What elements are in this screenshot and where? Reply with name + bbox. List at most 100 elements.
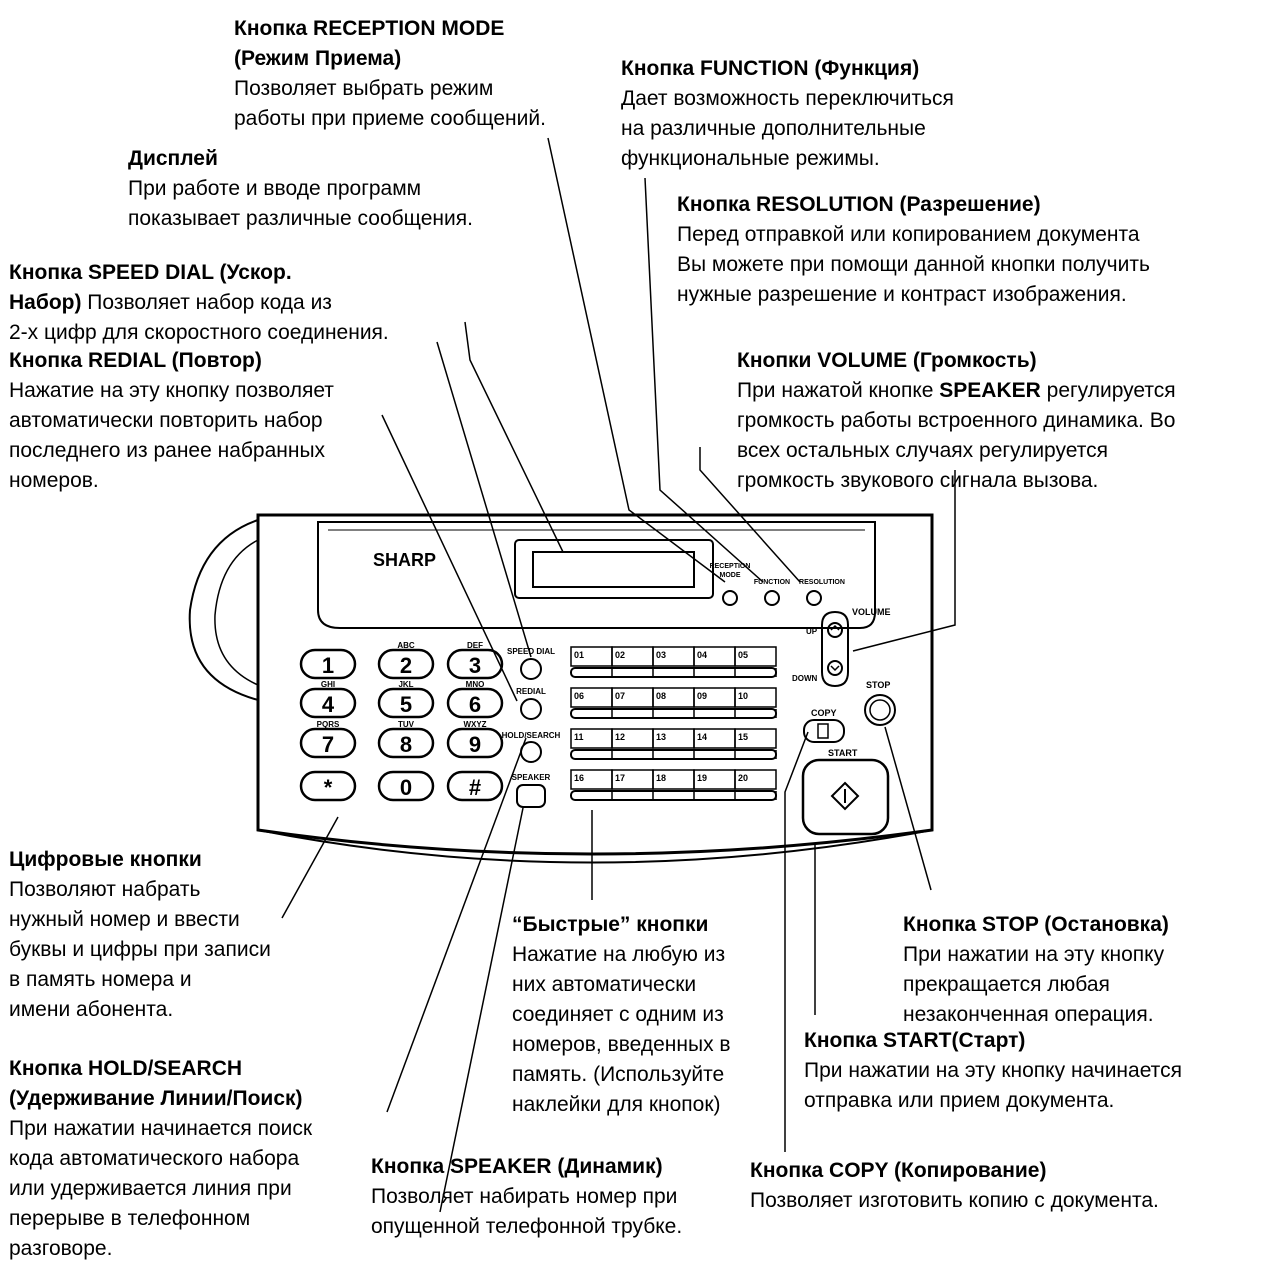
speed-key-10	[734, 687, 777, 708]
key-6	[446, 687, 504, 719]
speed-key-05	[734, 646, 777, 667]
annotation-title: (Режим Приема)	[234, 47, 402, 70]
start-icon	[830, 781, 860, 811]
speed-key-label: 15	[738, 732, 748, 742]
speed-key-label: 13	[656, 732, 666, 742]
speed-key-label: 11	[574, 732, 584, 742]
speed-dial-label: SPEED DIAL	[507, 647, 555, 656]
key-8	[377, 727, 435, 759]
speed-key-label: 09	[697, 691, 707, 701]
speed-key-20	[734, 769, 777, 790]
brand-logo: SHARP	[373, 550, 436, 570]
key-label: 5	[400, 692, 412, 717]
speed-key-strip	[570, 708, 777, 719]
volume-up-label: UP	[806, 627, 818, 636]
annotation-resolution: Кнопка RESOLUTION (Разрешение) Перед отп…	[677, 193, 1150, 306]
annotation-reception-mode: Кнопка RECEPTION MODE (Режим Приема) Поз…	[234, 14, 546, 134]
resolution-button	[806, 590, 822, 606]
key-label: 4	[322, 692, 335, 717]
key-3	[446, 648, 504, 680]
speed-key-label: 02	[615, 650, 625, 660]
speed-key-label: 01	[574, 650, 584, 660]
key-letters: TUV	[398, 720, 415, 729]
annotation-speed-dial: Кнопка SPEED DIAL (Ускор. Набор) Позволя…	[9, 261, 389, 344]
volume-up-button	[827, 622, 843, 638]
volume-down-label: DOWN	[792, 674, 818, 683]
speed-key-label: 17	[615, 773, 625, 783]
annotation-display: Дисплей При работе и вводе программ пока…	[128, 147, 473, 230]
key-label: *	[324, 775, 333, 800]
key-1	[299, 648, 357, 680]
speed-key-label: 14	[697, 732, 707, 742]
display-screen	[532, 551, 695, 588]
speed-key-strip	[570, 749, 777, 760]
key-label: 9	[469, 732, 481, 757]
key-label: #	[469, 775, 481, 800]
key-letters: ABC	[397, 641, 415, 650]
redial-label: REDIAL	[516, 687, 546, 696]
key-7	[299, 727, 357, 759]
copy-label: COPY	[811, 708, 837, 718]
key-label: 3	[469, 653, 481, 678]
speed-key-strip	[570, 790, 777, 801]
speed-key-label: 12	[615, 732, 625, 742]
speed-key-label: 07	[615, 691, 625, 701]
annotation-hold-search: Кнопка HOLD/SEARCH (Удерживание Линии/По…	[9, 1057, 313, 1260]
speed-key-strip	[570, 667, 777, 678]
key-2	[377, 648, 435, 680]
annotation-copy: Кнопка COPY (Копирование) Позволяет изго…	[750, 1159, 1159, 1212]
key-letters: PQRS	[317, 720, 340, 729]
key-label: 7	[322, 732, 334, 757]
annotation-redial: Кнопка REDIAL (Повтор) Нажатие на эту кн…	[9, 349, 334, 492]
key-letters: JKL	[398, 680, 413, 689]
speaker-button	[516, 784, 546, 808]
speed-key-label: 20	[738, 773, 748, 783]
speed-key-label: 08	[656, 691, 666, 701]
key-label: 6	[469, 692, 481, 717]
speed-key-label: 16	[574, 773, 584, 783]
key-5	[377, 687, 435, 719]
speed-dial-button	[520, 658, 542, 680]
key-label: 0	[400, 775, 412, 800]
key-letters: GHI	[321, 680, 335, 689]
speaker-label: SPEAKER	[512, 773, 551, 782]
key-0	[377, 770, 435, 802]
speed-key-label: 05	[738, 650, 748, 660]
handset-outline	[188, 519, 259, 701]
key-letters: DEF	[467, 641, 483, 650]
resolution-label: RESOLUTION	[799, 579, 845, 586]
volume-rocker	[821, 610, 849, 688]
top-panel	[317, 521, 876, 629]
key-star	[299, 770, 357, 802]
stop-button	[864, 694, 896, 726]
annotation-speaker: Кнопка SPEAKER (Динамик) Позволяет набир…	[371, 1155, 683, 1238]
volume-down-button	[827, 660, 843, 676]
volume-label: VOLUME	[852, 607, 891, 617]
function-button	[764, 590, 780, 606]
reception-mode-button	[722, 590, 738, 606]
annotation-numeric-keys: Цифровые кнопки Позволяют набрать нужный…	[9, 848, 271, 1021]
function-label: FUNCTION	[754, 579, 790, 586]
speed-key-label: 03	[656, 650, 666, 660]
key-letters: WXYZ	[463, 720, 486, 729]
annotation-stop: Кнопка STOP (Остановка) При нажатии на э…	[903, 913, 1169, 1026]
speed-key-label: 19	[697, 773, 707, 783]
speed-key-label: 18	[656, 773, 666, 783]
annotation-title: Кнопка RECEPTION MODE	[234, 17, 505, 40]
key-hash	[446, 770, 504, 802]
key-label: 1	[322, 653, 334, 678]
speed-key-label: 06	[574, 691, 584, 701]
annotation-start: Кнопка START(Старт) При нажатии на эту к…	[804, 1029, 1182, 1112]
annotation-function: Кнопка FUNCTION (Функция) Дает возможнос…	[621, 57, 954, 170]
key-9	[446, 727, 504, 759]
display-bezel	[514, 539, 714, 599]
leader-lines	[281, 137, 956, 1213]
copy-button	[803, 719, 845, 743]
redial-button	[520, 698, 542, 720]
start-button	[801, 758, 890, 836]
annotation-volume: Кнопки VOLUME (Громкость) При нажатой кн…	[737, 349, 1176, 492]
speed-key-label: 10	[738, 691, 748, 701]
stop-label: STOP	[866, 680, 890, 690]
